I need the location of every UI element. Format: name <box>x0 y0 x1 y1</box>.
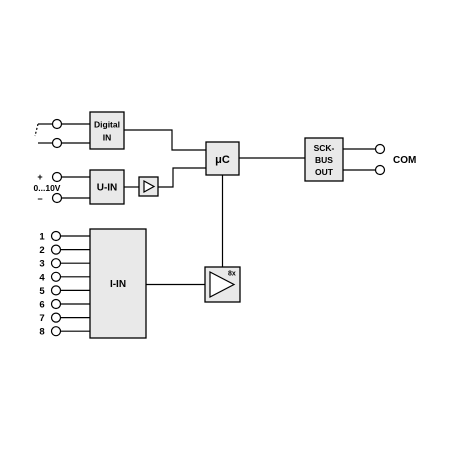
wire-u-amp-to-uc <box>158 167 206 188</box>
current-input-label-7: 7 <box>39 313 44 324</box>
u-in-block <box>89 169 125 205</box>
com-terminal-1 <box>374 143 386 155</box>
digital-in-label-line1: Digital <box>94 120 120 130</box>
sck-bus-label-line1: SCK- <box>314 143 335 153</box>
voltage-range-label: 0...10V <box>34 183 61 193</box>
current-input-terminal-2 <box>50 244 62 255</box>
current-input-terminal-6 <box>50 298 62 310</box>
com-terminal-2 <box>374 164 386 176</box>
switch-blade <box>34 123 39 137</box>
wire-digital-to-uc <box>124 129 206 151</box>
current-input-label-4: 4 <box>39 272 45 283</box>
current-input-terminals: 1 2 3 4 5 6 7 8 <box>39 230 90 338</box>
sck-bus-group: SCK- BUS OUT COM <box>304 137 416 182</box>
voltage-input-group: + 0...10V − U-IN <box>34 167 206 205</box>
u-in-label: U-IN <box>97 183 118 194</box>
current-input-label-5: 5 <box>39 286 45 297</box>
u-in-terminal-minus <box>51 192 63 204</box>
current-input-label-2: 2 <box>39 245 44 256</box>
digital-in-block <box>89 111 125 150</box>
u-in-amplifier-icon <box>143 179 156 194</box>
com-label: COM <box>393 155 416 166</box>
current-input-label-1: 1 <box>39 232 45 243</box>
microcontroller-label: μC <box>215 154 230 166</box>
current-input-label-8: 8 <box>39 327 44 338</box>
current-input-terminal-4 <box>50 271 62 282</box>
minus-label: − <box>37 194 42 204</box>
sck-bus-label-line3: OUT <box>315 167 334 177</box>
current-input-terminal-5 <box>50 285 62 296</box>
current-input-label-3: 3 <box>39 259 44 270</box>
digital-in-terminal-1 <box>51 118 63 130</box>
i-in-block <box>89 228 147 339</box>
sck-bus-label-line2: BUS <box>315 155 333 165</box>
digital-input-group: Digital IN <box>34 111 125 150</box>
current-input-terminal-8 <box>50 326 62 337</box>
u-in-terminal-plus <box>51 171 63 183</box>
current-input-terminal-7 <box>50 312 62 323</box>
microcontroller-block <box>205 141 240 176</box>
plus-label: + <box>37 172 42 182</box>
current-input-label-6: 6 <box>39 300 44 311</box>
amplifier-gain-label: 8x <box>228 271 236 278</box>
digital-in-label-line2: IN <box>103 133 112 143</box>
current-input-terminal-1 <box>50 230 62 242</box>
sck-bus-out-block <box>304 137 344 182</box>
current-inputs-group: 1 2 3 4 5 6 7 8 I-IN <box>39 228 205 339</box>
current-input-terminal-3 <box>50 258 62 269</box>
digital-in-terminal-2 <box>51 137 63 149</box>
amplifier-8x-group: 8x <box>204 266 241 303</box>
i-in-label: I-IN <box>110 279 126 290</box>
amplifier-8x-icon <box>209 271 236 298</box>
microcontroller-group: μC <box>205 141 240 176</box>
